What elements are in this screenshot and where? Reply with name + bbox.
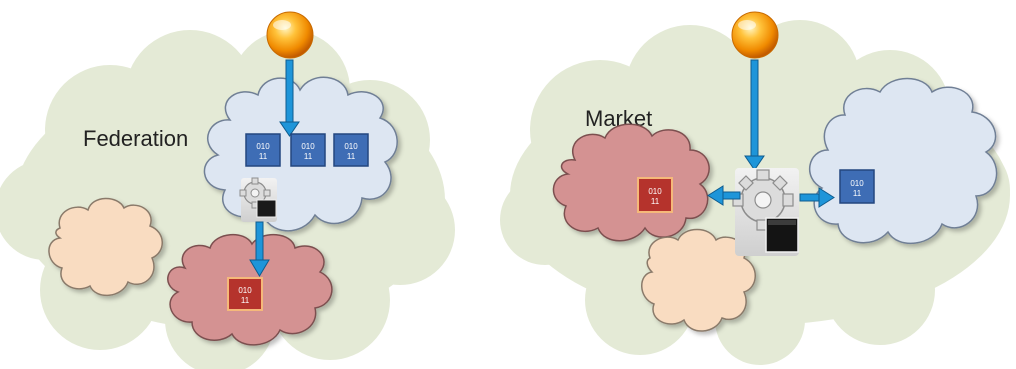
block-label-line1: 010	[238, 286, 252, 295]
federation-blue-block-2: 010 11	[290, 133, 326, 167]
market-gear-terminal-icon	[732, 168, 799, 256]
market-right-arrow	[799, 187, 835, 208]
block-label-line1: 010	[648, 187, 662, 196]
market-left-arrow	[707, 185, 741, 206]
block-label-line2: 11	[259, 152, 268, 161]
market-panel: Market	[500, 11, 1010, 365]
block-label-line1: 010	[301, 142, 315, 151]
federation-gear-terminal-icon	[239, 177, 277, 222]
block-label-line1: 010	[256, 142, 270, 151]
federation-peach-cloud	[48, 197, 163, 296]
federation-title: Federation	[83, 126, 188, 151]
block-label-line2: 11	[241, 296, 250, 305]
block-label-line2: 11	[853, 189, 862, 198]
market-orb-arrow	[744, 59, 765, 171]
federation-blue-block-3: 010 11	[333, 133, 369, 167]
federation-panel: Federation 010 11	[0, 11, 455, 369]
market-orb-icon	[731, 11, 779, 59]
block-label-line1: 010	[850, 179, 864, 188]
block-label-line2: 11	[304, 152, 313, 161]
federation-blue-block-1: 010 11	[245, 133, 281, 167]
federation-orb-arrow	[279, 59, 300, 137]
market-blue-block: 010 11	[839, 169, 875, 204]
market-peach-cloud	[641, 228, 756, 332]
block-label-line2: 11	[347, 152, 356, 161]
block-label-line2: 11	[651, 197, 660, 206]
federation-transfer-arrow	[249, 221, 270, 277]
federation-red-block: 010 11	[227, 277, 263, 311]
federation-orb-icon	[266, 11, 314, 59]
market-red-block: 010 11	[637, 177, 673, 213]
block-label-line1: 010	[344, 142, 358, 151]
